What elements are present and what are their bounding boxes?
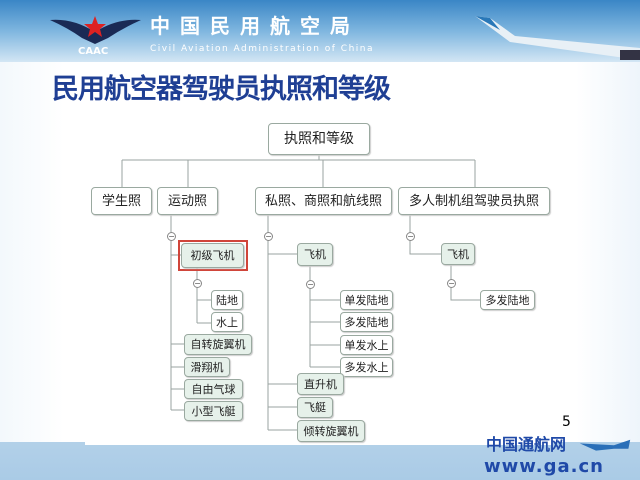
node-sport-license: 运动照 (157, 187, 218, 215)
watermark-name: 中国通航网 (486, 435, 567, 454)
collapse-toggle[interactable]: − (193, 279, 202, 288)
node-glider: 滑翔机 (184, 357, 230, 377)
node-multi-engine-land: 多发陆地 (340, 312, 393, 332)
node-tiltrotor: 倾转旋翼机 (297, 420, 365, 442)
collapse-toggle[interactable]: − (306, 280, 315, 289)
node-sea: 水上 (211, 312, 243, 332)
node-student-license: 学生照 (91, 187, 152, 215)
caac-logo: CAAC (50, 16, 141, 56)
highlight-box (178, 240, 248, 271)
watermark-plane-icon (579, 439, 631, 451)
watermark-url: www.ga.cn (484, 456, 604, 477)
node-small-airship: 小型飞艇 (184, 401, 243, 421)
org-name-en: Civil Aviation Administration of China (150, 44, 375, 54)
node-helicopter: 直升机 (297, 373, 344, 395)
airplane-wing-image (475, 16, 640, 60)
node-mpl: 多人制机组驾驶员执照 (398, 187, 550, 215)
collapse-toggle[interactable]: − (264, 232, 273, 241)
org-name-cn: 中国民用航空局 (150, 14, 360, 38)
logo-text: CAAC (78, 46, 108, 56)
node-multi-engine-sea: 多发水上 (340, 357, 393, 377)
node-mpl-multi-engine-land: 多发陆地 (480, 290, 535, 310)
node-free-balloon: 自由气球 (184, 379, 243, 399)
page-number: 5 (562, 414, 571, 430)
collapse-toggle[interactable]: − (167, 232, 176, 241)
node-single-engine-land: 单发陆地 (340, 290, 393, 310)
node-airship: 飞艇 (297, 397, 333, 418)
collapse-toggle[interactable]: − (447, 279, 456, 288)
node-primary-airplane: 初级飞机 (181, 243, 244, 268)
node-gyroplane: 自转旋翼机 (184, 334, 252, 355)
header-banner: CAAC 中国民用航空局 Civil Aviation Administrati… (0, 0, 640, 62)
collapse-toggle[interactable]: − (406, 232, 415, 241)
node-land: 陆地 (211, 290, 243, 310)
node-single-engine-sea: 单发水上 (340, 335, 393, 355)
tree-root: 执照和等级 (268, 123, 370, 155)
node-mpl-airplane: 飞机 (441, 243, 475, 265)
slide-title: 民用航空器驾驶员执照和等级 (52, 74, 391, 105)
node-airplane: 飞机 (297, 243, 333, 266)
node-private-commercial-atp: 私照、商照和航线照 (255, 187, 392, 215)
